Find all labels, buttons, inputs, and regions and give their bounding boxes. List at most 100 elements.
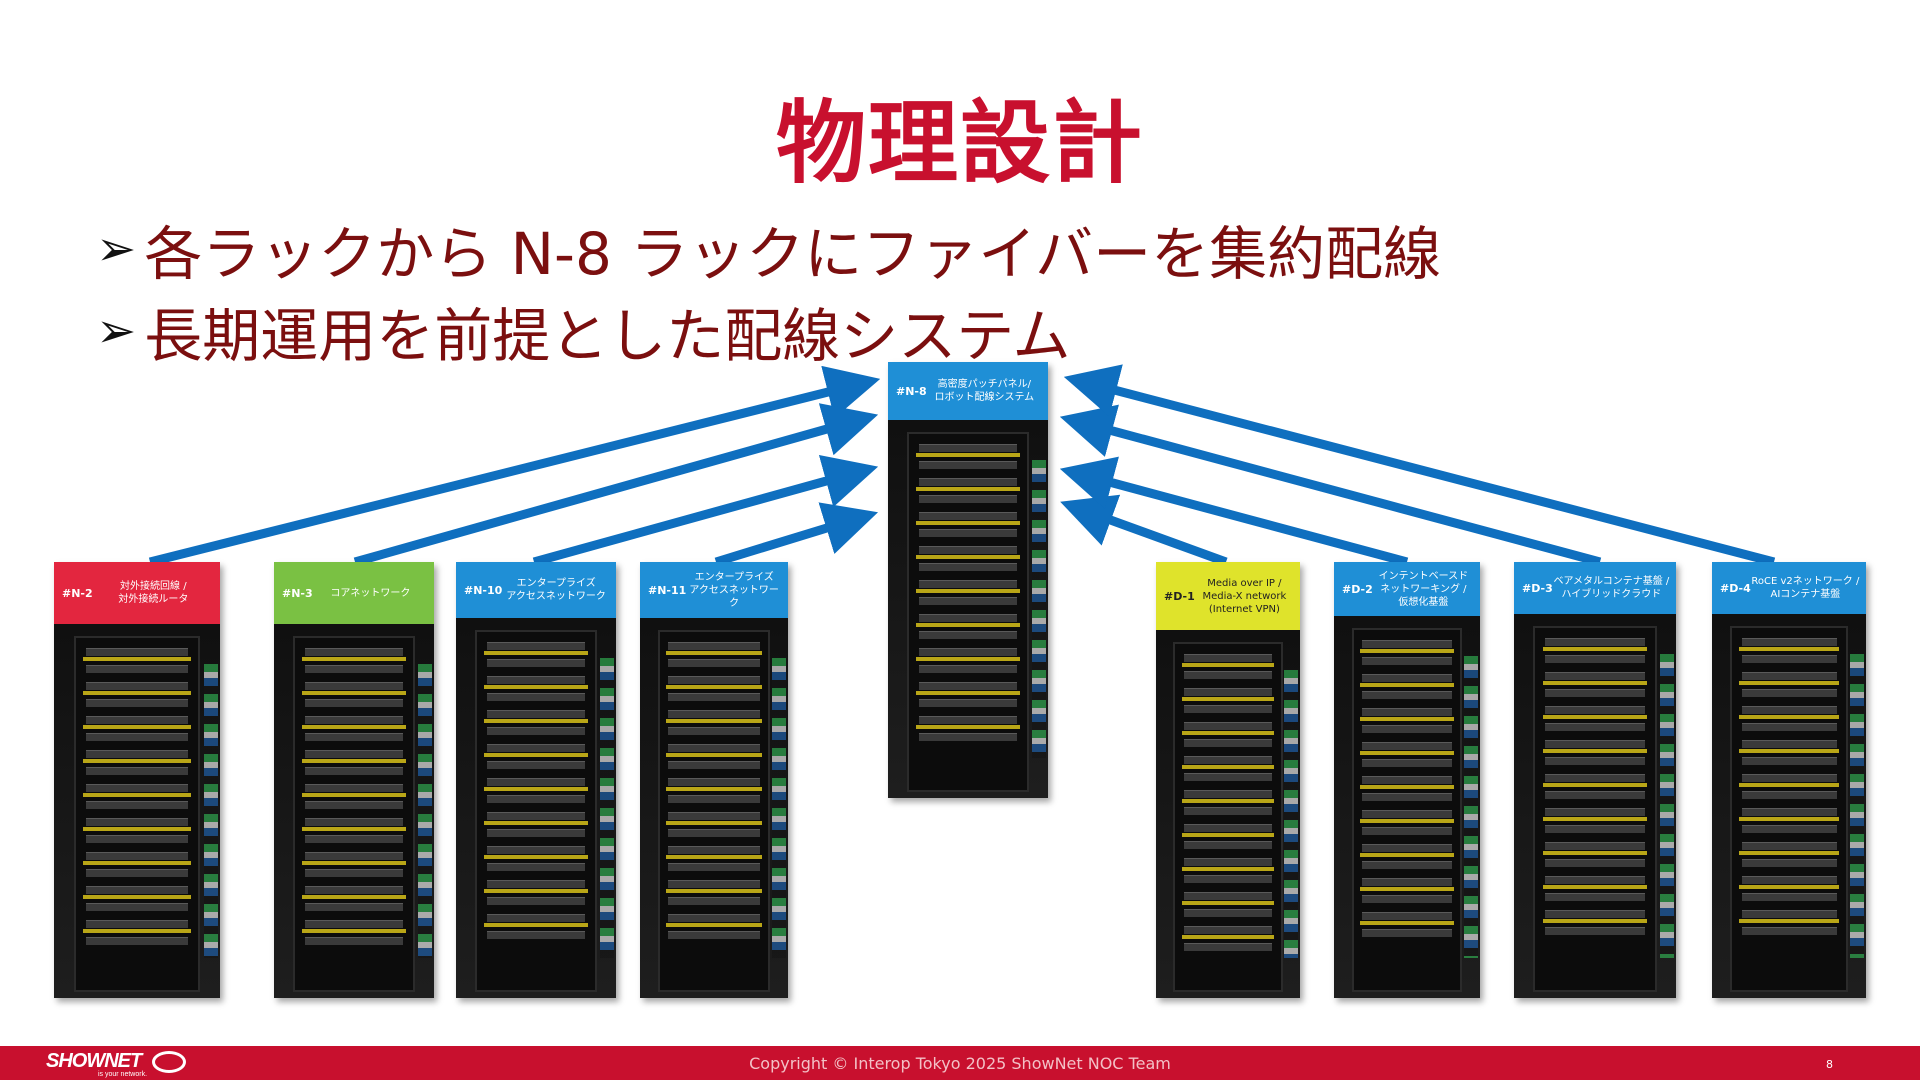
rack-unit [1183,892,1273,900]
rack-unit [85,937,189,945]
rack-unit [304,937,404,945]
rack-unit [1741,910,1837,918]
rack-photo-n11: #N-11 エンタープライズ アクセスネットワーク [640,562,788,998]
rack-side-labels [1284,670,1298,958]
rack-sign: #N-8 高密度パッチパネル/ ロボット配線システム [888,362,1048,420]
rack-unit [85,750,189,758]
rack-side-labels [772,658,786,958]
rack-unit [1183,875,1273,883]
fiber-cable [1181,765,1275,769]
fiber-cable [1359,649,1455,653]
rack-unit [304,835,404,843]
fiber-cable [1181,935,1275,939]
rack-unit [486,931,586,939]
fiber-cable [1542,885,1648,889]
rack-photo-n3: #N-3 コアネットワーク [274,562,434,998]
rack-unit [918,546,1018,554]
fiber-cable [302,759,406,763]
rack-unit [304,801,404,809]
fiber-cable [1739,851,1839,855]
bullet-item: ➢ 長期運用を前提とした配線システム [96,290,1441,372]
fiber-cable [484,855,588,859]
rack-unit [85,903,189,911]
rack-unit [1183,688,1273,696]
arrow-n11 [714,502,879,567]
rack-unit [1544,859,1646,867]
fiber-cable [1181,833,1275,837]
fiber-cable [1739,749,1839,753]
rack-unit [1741,808,1837,816]
rack-unit [1741,689,1837,697]
fiber-cable [916,555,1020,559]
fiber-cable [1542,647,1648,651]
bullet-item: ➢ 各ラックから N-8 ラックにファイバーを集約配線 [96,208,1441,290]
fiber-cable [83,657,191,661]
rack-unit [1362,793,1452,801]
rack-unit [304,869,404,877]
rack-unit [668,693,760,701]
fiber-cable [1739,919,1839,923]
rack-unit [1544,672,1646,680]
fiber-cable [1359,785,1455,789]
rack-unit [668,710,760,718]
rack-unit [486,761,586,769]
rack-unit [668,897,760,905]
rack-unit [1741,723,1837,731]
rack-unit [85,699,189,707]
rack-side-labels [1032,460,1046,758]
rack-unit [486,693,586,701]
rack-unit [1183,705,1273,713]
rack-unit [1741,876,1837,884]
fiber-cable [1542,715,1648,719]
rack-unit [1362,691,1452,699]
fiber-cable [1359,819,1455,823]
rack-unit [85,869,189,877]
rack-unit [1183,824,1273,832]
fiber-cable [484,821,588,825]
rack-unit [918,563,1018,571]
fiber-cable [666,821,762,825]
fiber-cable [302,895,406,899]
rack-unit [85,835,189,843]
rack-unit [918,580,1018,588]
rack-unit [1362,929,1452,937]
fiber-cable [1359,683,1455,687]
copyright-text: Copyright © Interop Tokyo 2025 ShowNet N… [749,1054,1171,1073]
fiber-cable [83,827,191,831]
rack-unit [668,761,760,769]
rack-unit [486,897,586,905]
rack-unit [1544,808,1646,816]
rack-unit [668,812,760,820]
fiber-cable [1181,697,1275,701]
rack-unit [304,886,404,894]
rack-cabinet [1712,614,1866,998]
rack-unit [668,676,760,684]
fiber-cable [1359,751,1455,755]
rack-cabinet [274,624,434,998]
slide-title: 物理設計 [776,91,1144,196]
rack-unit [486,829,586,837]
rack-unit [85,886,189,894]
rack-id: #D-2 [1342,582,1373,596]
rack-unit [1362,725,1452,733]
rack-unit [668,914,760,922]
fiber-cable [916,453,1020,457]
rack-unit [486,863,586,871]
rack-unit [1544,740,1646,748]
rack-unit [85,716,189,724]
rack-cabinet [54,624,220,998]
rack-unit [668,642,760,650]
rack-unit [668,931,760,939]
fiber-cable [1359,853,1455,857]
fiber-cable [916,487,1020,491]
rack-unit [1362,674,1452,682]
rack-unit [1362,759,1452,767]
rack-unit [668,744,760,752]
rack-unit [918,716,1018,724]
rack-unit [1544,638,1646,646]
rack-unit [486,795,586,803]
rack-unit [1362,844,1452,852]
rack-unit [1362,912,1452,920]
arrow-d2 [1059,456,1409,567]
rack-frame [1533,626,1657,992]
